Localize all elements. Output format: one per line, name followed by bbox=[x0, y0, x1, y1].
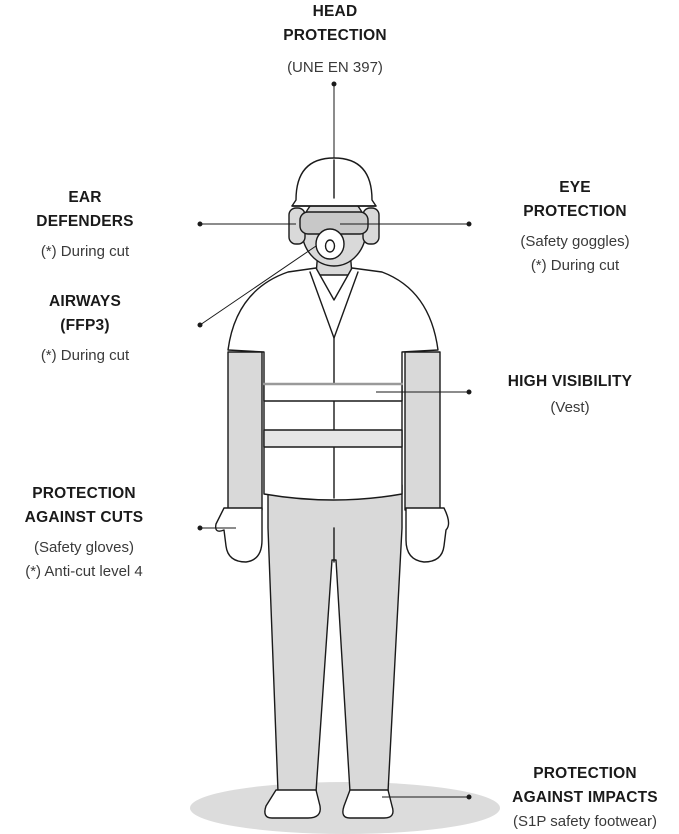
head-protection-title-2: PROTECTION bbox=[260, 24, 410, 48]
left-glove bbox=[216, 508, 262, 562]
impact-protection-title-1: PROTECTION bbox=[490, 762, 679, 786]
head-leader-dot bbox=[332, 82, 336, 86]
high-visibility-label: HIGH VISIBILITY (Vest) bbox=[470, 370, 670, 420]
ear-defenders-label: EAR DEFENDERS (*) During cut bbox=[20, 186, 150, 264]
cut-protection-title-2: AGAINST CUTS bbox=[0, 506, 168, 530]
head-protection-title-1: HEAD bbox=[260, 0, 410, 24]
airways-note: (*) During cut bbox=[20, 344, 150, 368]
worker-figure bbox=[216, 158, 449, 818]
head-protection-label: HEAD PROTECTION (UNE EN 397) bbox=[260, 0, 410, 80]
right-glove bbox=[406, 508, 449, 562]
eye-leader-dot bbox=[467, 222, 471, 226]
impacts-leader-dot bbox=[467, 795, 471, 799]
ear-defenders-title-2: DEFENDERS bbox=[20, 210, 150, 234]
ear-defenders-title-1: EAR bbox=[20, 186, 150, 210]
high-visibility-note: (Vest) bbox=[470, 396, 670, 420]
cut-protection-note-2: (*) Anti-cut level 4 bbox=[0, 560, 168, 584]
impact-protection-label: PROTECTION AGAINST IMPACTS (S1P safety f… bbox=[490, 762, 679, 834]
eye-protection-note-2: (*) During cut bbox=[500, 254, 650, 278]
airways-title-2: (FFP3) bbox=[20, 314, 150, 338]
right-boot bbox=[343, 790, 393, 818]
cuts-leader-dot bbox=[198, 526, 202, 530]
eye-protection-title-2: PROTECTION bbox=[500, 200, 650, 224]
impact-protection-note: (S1P safety footwear) bbox=[490, 810, 679, 834]
left-arm bbox=[228, 352, 262, 510]
respirator-valve bbox=[326, 240, 335, 252]
airways-label: AIRWAYS (FFP3) (*) During cut bbox=[20, 290, 150, 368]
cut-protection-title-1: PROTECTION bbox=[0, 482, 168, 506]
impact-protection-title-2: AGAINST IMPACTS bbox=[490, 786, 679, 810]
lower-reflective-stripe bbox=[264, 430, 402, 447]
eye-protection-label: EYE PROTECTION (Safety goggles) (*) Duri… bbox=[500, 176, 650, 278]
high-visibility-title: HIGH VISIBILITY bbox=[470, 370, 670, 394]
eye-protection-title-1: EYE bbox=[500, 176, 650, 200]
right-arm bbox=[405, 352, 440, 510]
airways-leader-dot bbox=[198, 323, 202, 327]
cut-protection-note-1: (Safety gloves) bbox=[0, 536, 168, 560]
ear-leader-dot bbox=[198, 222, 202, 226]
trousers bbox=[268, 485, 402, 792]
head-protection-note: (UNE EN 397) bbox=[260, 56, 410, 80]
left-boot bbox=[265, 790, 320, 818]
airways-title-1: AIRWAYS bbox=[20, 290, 150, 314]
ear-defenders-note: (*) During cut bbox=[20, 240, 150, 264]
cut-protection-label: PROTECTION AGAINST CUTS (Safety gloves) … bbox=[0, 482, 168, 584]
eye-protection-note-1: (Safety goggles) bbox=[500, 230, 650, 254]
